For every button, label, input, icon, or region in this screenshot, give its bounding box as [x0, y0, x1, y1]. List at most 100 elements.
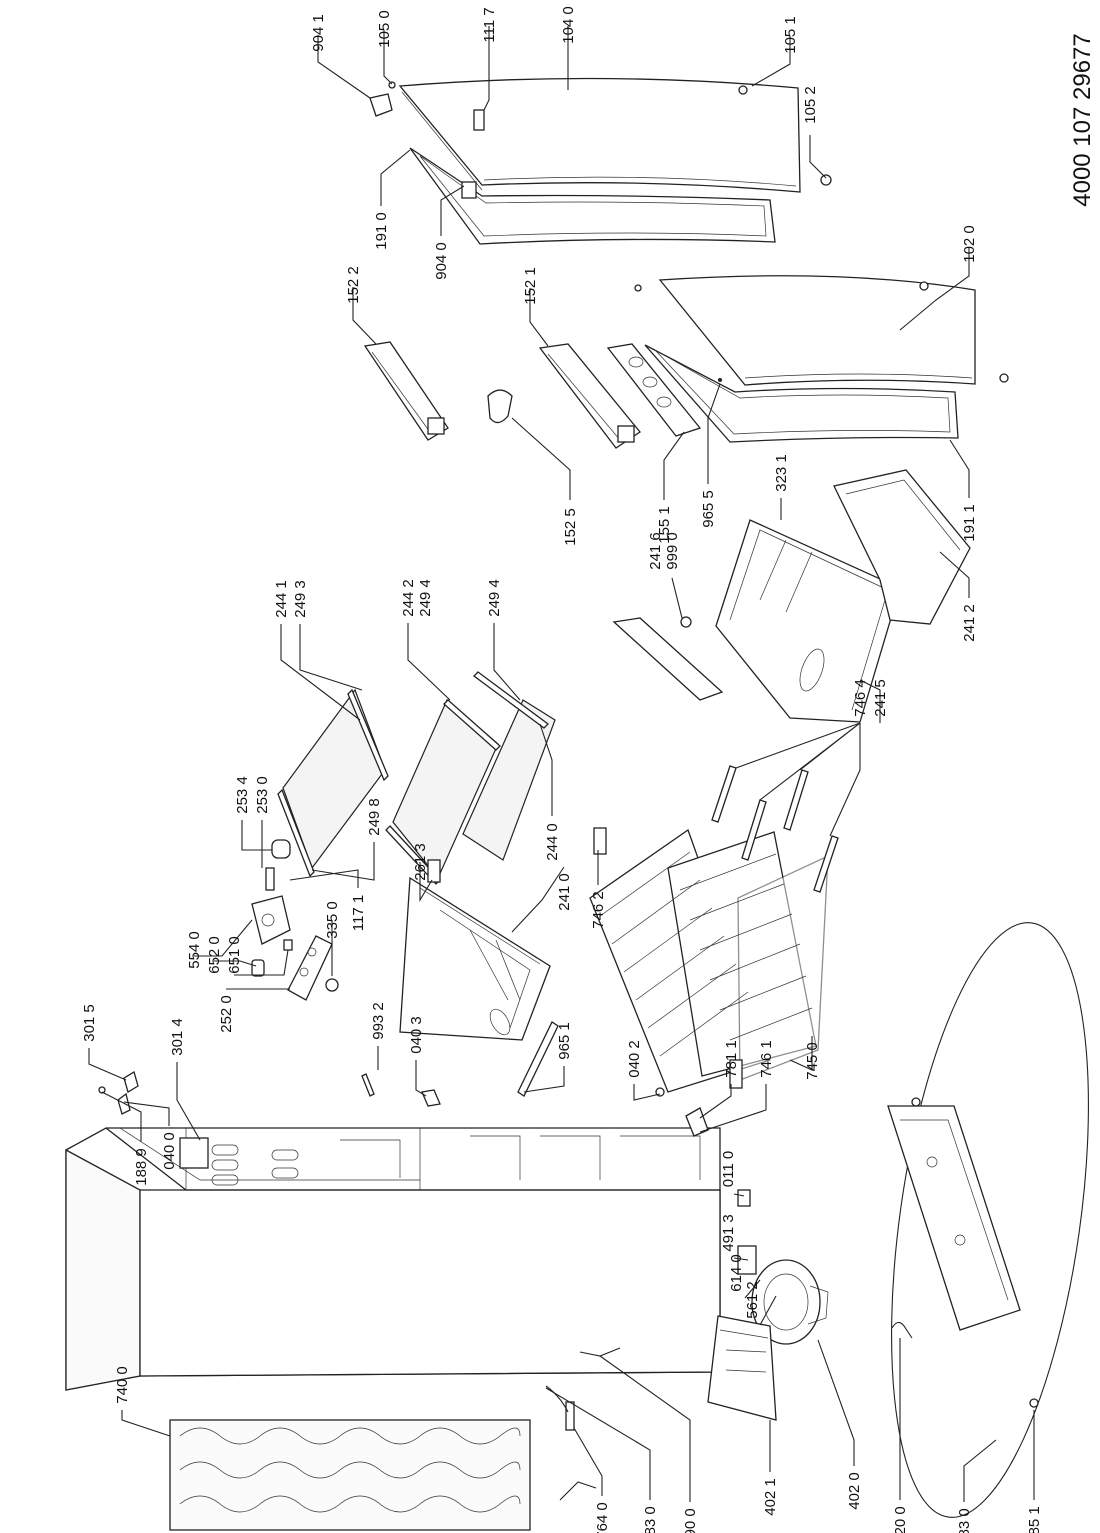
rail-746-4c — [783, 769, 809, 831]
label-111-7: 111 7 — [481, 7, 498, 42]
label-740-0: 740 0 — [114, 1366, 131, 1404]
label-241-5: 241 5 — [872, 679, 889, 717]
screw-185-1 — [1029, 1398, 1039, 1408]
part-labels: 904 1 105 0 111 7 104 0 105 1 105 2 191 … — [81, 6, 1043, 1533]
screw-lower-a — [634, 284, 642, 292]
label-252-0: 252 0 — [218, 995, 235, 1033]
label-105-0: 105 0 — [376, 10, 393, 48]
label-965-5: 965 5 — [700, 490, 717, 528]
leader-lines — [88, 26, 1035, 1502]
label-764-0: 764 0 — [594, 1502, 611, 1533]
label-185-1: 185 1 — [1026, 1506, 1043, 1533]
label-152-5: 152 5 — [562, 508, 579, 546]
label-244-2: 244 2 — [400, 579, 417, 617]
label-746-1: 746 1 — [758, 1040, 775, 1078]
screw-lower-c — [999, 373, 1009, 383]
label-188-9: 188 9 — [133, 1148, 150, 1186]
hinge-781-1 — [685, 1107, 709, 1137]
label-241-6: 241 6 — [647, 532, 664, 570]
label-105-2: 105 2 — [802, 86, 819, 124]
label-335-0: 335 0 — [324, 901, 341, 939]
shelf-trim-a — [385, 825, 441, 885]
label-965-1: 965 1 — [556, 1022, 573, 1060]
door-bin-152-2 — [363, 341, 449, 441]
upper-door-gasket — [409, 147, 776, 245]
label-249-4-b: 249 4 — [486, 579, 503, 617]
crisper-241-0 — [399, 859, 551, 1041]
cooling-racks-745-0 — [589, 828, 829, 1093]
capacitor-420-0 — [891, 1321, 913, 1339]
freezer-drawer-241-2 — [833, 469, 971, 625]
cabinet — [65, 1127, 721, 1391]
thermostat-554-0 — [251, 895, 291, 945]
label-301-5: 301 5 — [81, 1004, 98, 1042]
hinge-301-5 — [123, 1071, 139, 1093]
drawings — [65, 77, 1089, 1531]
label-152-2: 152 2 — [345, 266, 362, 304]
label-490-0: 490 0 — [682, 1508, 699, 1533]
label-420-0: 420 0 — [892, 1506, 909, 1533]
label-402-0: 402 0 — [846, 1472, 863, 1510]
light-housing-252-0 — [287, 935, 333, 1001]
label-104-0: 104 0 — [560, 6, 577, 44]
label-746-2: 746 2 — [590, 891, 607, 929]
label-746-4: 746 4 — [852, 679, 869, 717]
label-301-4: 301 4 — [169, 1018, 186, 1056]
label-491-3: 491 3 — [720, 1214, 737, 1252]
label-191-1: 191 1 — [961, 504, 978, 542]
screw-bottom-top — [911, 1097, 921, 1107]
lower-door — [658, 275, 976, 386]
label-191-0: 191 0 — [373, 212, 390, 250]
shelf-trim-249-4a — [443, 699, 501, 751]
flap-241-6 — [612, 617, 724, 701]
label-241-2: 241 2 — [961, 604, 978, 642]
label-904-0: 904 0 — [433, 242, 450, 280]
handle-152-5 — [487, 389, 513, 424]
screw-105-0 — [388, 81, 396, 89]
rail-746-2 — [593, 827, 607, 855]
bottom-plate-183-0 — [887, 922, 1089, 1518]
egg-tray-155-1 — [606, 343, 702, 437]
screw-105-1 — [738, 85, 748, 95]
rail-746-4a — [711, 765, 737, 823]
lamp-cover-253-0 — [271, 839, 291, 859]
label-040-3: 040 3 — [408, 1016, 425, 1054]
label-155-1: 155 1 — [656, 506, 673, 544]
label-011-0: 011 0 — [720, 1151, 737, 1187]
screw-105-2 — [820, 174, 832, 186]
condenser-740-0 — [169, 1419, 597, 1531]
label-745-0: 745 0 — [804, 1042, 821, 1080]
cover-strip-965-1 — [517, 1021, 559, 1097]
label-102-0: 102 0 — [961, 225, 978, 263]
label-554-0: 554 0 — [186, 931, 203, 969]
shelf-trim-249-3 — [347, 688, 389, 782]
label-253-4: 253 4 — [234, 776, 251, 814]
label-781-1: 781 1 — [723, 1040, 740, 1078]
bolt-993-2 — [361, 1073, 375, 1097]
label-244-0: 244 0 — [544, 823, 561, 861]
cover-402-1 — [707, 1315, 777, 1421]
label-253-0: 253 0 — [254, 776, 271, 814]
label-261-3: 261 3 — [412, 843, 429, 881]
freezer-drawer-241-5 — [715, 519, 901, 723]
label-783-0: 783 0 — [642, 1506, 659, 1533]
label-105-1: 105 1 — [782, 16, 799, 54]
hinge-904-1 — [369, 93, 393, 117]
glass-shelf-244-0 — [462, 699, 556, 861]
button-335-0 — [325, 978, 339, 992]
knob-652-0 — [251, 959, 265, 977]
label-249-8: 249 8 — [366, 798, 383, 836]
upper-door — [398, 77, 801, 193]
part-651-0 — [283, 939, 293, 951]
hinge-301-4 — [117, 1092, 131, 1115]
label-152-1: 152 1 — [522, 267, 539, 305]
label-040-2: 040 2 — [626, 1040, 643, 1078]
tube-783-0 — [545, 1385, 569, 1413]
label-249-3: 249 3 — [292, 580, 309, 618]
document-number: 4000 107 29677 — [1069, 33, 1096, 207]
screw-188-9 — [98, 1086, 106, 1094]
compressor-402-0 — [751, 1259, 829, 1345]
part-999-0 — [680, 616, 692, 628]
label-993-2: 993 2 — [370, 1002, 387, 1040]
screw-lower-b — [919, 281, 929, 291]
